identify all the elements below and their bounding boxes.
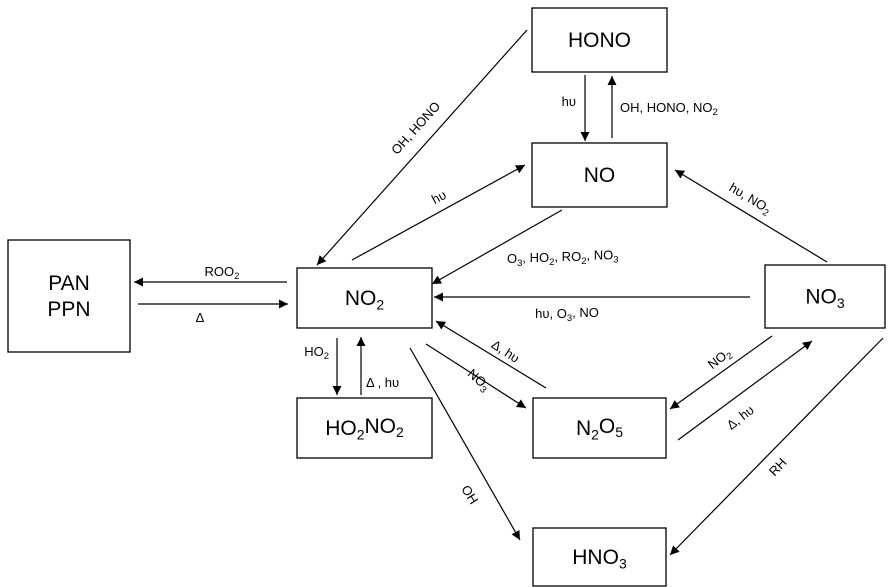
edge-no3-to-hno3-arrow bbox=[669, 337, 884, 556]
node-no3-label: NO3​ bbox=[805, 286, 845, 311]
node-no2: NO2​ bbox=[296, 267, 433, 329]
node-hno3: HNO3​ bbox=[532, 527, 667, 587]
node-hono: HONO bbox=[531, 7, 668, 73]
node-pan-ppn: PAN PPN bbox=[7, 239, 131, 353]
edge-no2-to-hno3-label: OH bbox=[458, 482, 481, 506]
node-hno3-box bbox=[532, 527, 667, 587]
node-no-label: NO bbox=[584, 164, 616, 187]
edge-no3-to-n2o5-label: NO2​ bbox=[705, 345, 736, 374]
node-ho2no2-box bbox=[296, 397, 433, 459]
node-no2-box bbox=[296, 267, 433, 329]
node-no3: NO3​ bbox=[764, 264, 886, 329]
node-hono-box bbox=[531, 7, 668, 73]
node-ho2no2-label: HO2​NO2​ bbox=[325, 415, 404, 443]
edge-no3-to-n2o5-arrow bbox=[669, 335, 773, 410]
node-n2o5: N2​O5​ bbox=[532, 397, 667, 459]
edge-no2-to-pan-label: ROO2​ bbox=[205, 264, 240, 282]
node-pan-ppn-box bbox=[7, 239, 131, 353]
node-hno3-label: HNO3​ bbox=[572, 546, 627, 571]
edge-no-to-no2-label: O3​, HO2​, RO2​, NO3​ bbox=[507, 248, 619, 269]
node-n2o5-label: N2​O5​ bbox=[576, 415, 623, 443]
edge-n2o5-to-no3-arrow bbox=[677, 340, 813, 441]
edge-no2-to-ho2no2-label: HO2​ bbox=[304, 344, 329, 362]
edge-no2-to-n2o5-arrow bbox=[425, 343, 527, 409]
node-no-box bbox=[531, 142, 668, 208]
edge-no3-to-no-label: hυ, NO2​ bbox=[725, 180, 774, 219]
edge-hono-to-no2-label: OH, HONO bbox=[388, 99, 443, 158]
edge-no2-to-hno3-arrow bbox=[409, 347, 521, 541]
node-pan-ppn-label: PAN bbox=[48, 272, 90, 295]
node-no3-box bbox=[764, 264, 886, 329]
reaction-labels: OH, HONO hυ OH, HONO, NO2​ hυ hυ, NO2​ O3​, H… bbox=[196, 94, 790, 507]
edge-no3-to-no2-label: hυ, O3​, NO bbox=[535, 305, 599, 324]
edge-hono-to-no2-arrow bbox=[316, 29, 528, 266]
edge-no-to-no2-arrow bbox=[431, 209, 563, 285]
edge-no2-to-no-arrow bbox=[351, 164, 526, 261]
node-n2o5-box bbox=[532, 397, 667, 459]
node-ho2no2: HO2​NO2​ bbox=[296, 397, 433, 459]
node-no: NO bbox=[531, 142, 668, 208]
reaction-arrows bbox=[134, 29, 884, 556]
edge-hono-to-no-label: hυ bbox=[562, 94, 576, 109]
node-no2-label: NO2​ bbox=[345, 287, 385, 312]
edge-no3-to-no-arrow bbox=[674, 169, 828, 263]
node-pan-ppn-label: PPN bbox=[47, 298, 90, 321]
edge-no2-to-no-label: hυ bbox=[429, 187, 449, 207]
edge-pan-to-no2-label: Δ bbox=[196, 310, 205, 325]
node-hono-label: HONO bbox=[568, 29, 631, 52]
edge-ho2no2-to-no2-label: Δ , hυ bbox=[366, 375, 399, 390]
edge-n2o5-to-no2-arrow bbox=[435, 320, 547, 389]
edge-n2o5-to-no3-label: Δ, hυ bbox=[724, 402, 757, 432]
edge-no-to-hono-label: OH, HONO, NO2​ bbox=[620, 100, 718, 118]
edge-no3-to-hno3-label: RH bbox=[766, 455, 790, 479]
edge-n2o5-to-no2-label: Δ, hυ bbox=[489, 337, 523, 366]
